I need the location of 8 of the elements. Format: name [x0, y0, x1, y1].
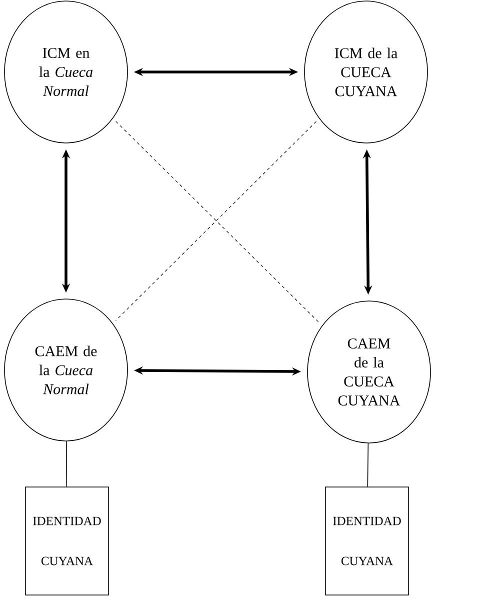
text-box: IDENTIDAD CUYANA	[25, 486, 109, 596]
ellipse-node: ICM de la CUECA CUYANA	[304, 0, 428, 144]
ellipse-node: CAEM de la CUECA CUYANA	[307, 300, 431, 444]
ellipse-node: ICM en la Cueca Normal	[4, 0, 128, 144]
ellipse-node: CAEM de la Cueca Normal	[4, 298, 128, 442]
connector-line	[66, 441, 68, 487]
text-box: IDENTIDAD CUYANA	[325, 486, 409, 596]
connector-line	[367, 443, 369, 487]
